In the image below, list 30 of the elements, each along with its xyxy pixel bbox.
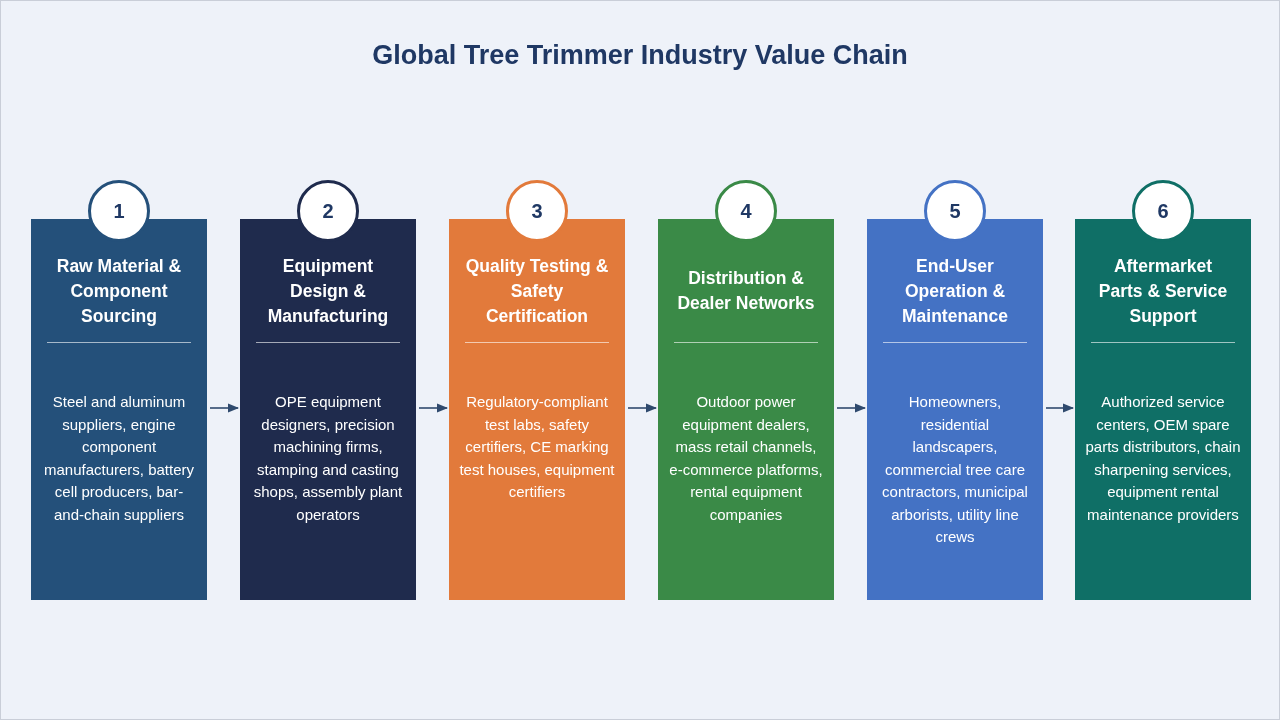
arrow (209, 403, 240, 413)
stage-panel (240, 219, 416, 600)
stage-heading: Distribution & Dealer Networks (676, 267, 816, 315)
stage-panel (867, 219, 1043, 600)
stage-panel (449, 219, 625, 600)
stage-heading: Quality Testing & Safety Certification (465, 254, 609, 328)
arrow (1045, 403, 1075, 413)
stage-description: Outdoor power equipment dealers, mass retail channels, e-commerce platforms, rental equipment companies (668, 392, 824, 525)
stage-heading: Raw Material & Component Sourcing (55, 254, 183, 328)
stage-panel (1075, 219, 1251, 600)
stage-description: Regulatory-compliant test labs, safety certifiers, CE marking test houses, equipment certifiers (459, 392, 615, 502)
stage-description: Homeowners, residential landscapers, commercial tree care contractors, municipal arborists, utility line crews (881, 392, 1029, 547)
step-number: 6 (1157, 199, 1169, 223)
arrow (836, 403, 867, 413)
step-number: 5 (949, 199, 961, 223)
arrow (418, 403, 449, 413)
stage-heading: Equipment Design & Manufacturing (266, 254, 390, 328)
stage-description: Steel and aluminum suppliers, engine component manufacturers, battery cell producers, bar-and-chain suppliers (42, 392, 196, 525)
stage-description: Authorized service centers, OEM spare parts distributors, chain sharpening services, equipment rental maintenance providers (1085, 392, 1241, 525)
stage-description: OPE equipment designers, precision machining firms, stamping and casting shops, assembly plant operators (252, 392, 404, 525)
step-number: 1 (113, 199, 125, 223)
stage-panel (31, 219, 207, 600)
title: Global Tree Trimmer Industry Value Chain (371, 40, 909, 71)
stage-heading: End-User Operation & Maintenance (901, 254, 1009, 328)
stage-panel (658, 219, 834, 600)
arrow (627, 403, 658, 413)
step-number: 4 (740, 199, 752, 223)
stage-heading: Aftermarket Parts & Service Support (1097, 254, 1229, 328)
step-number: 3 (531, 199, 543, 223)
step-number: 2 (322, 199, 334, 223)
